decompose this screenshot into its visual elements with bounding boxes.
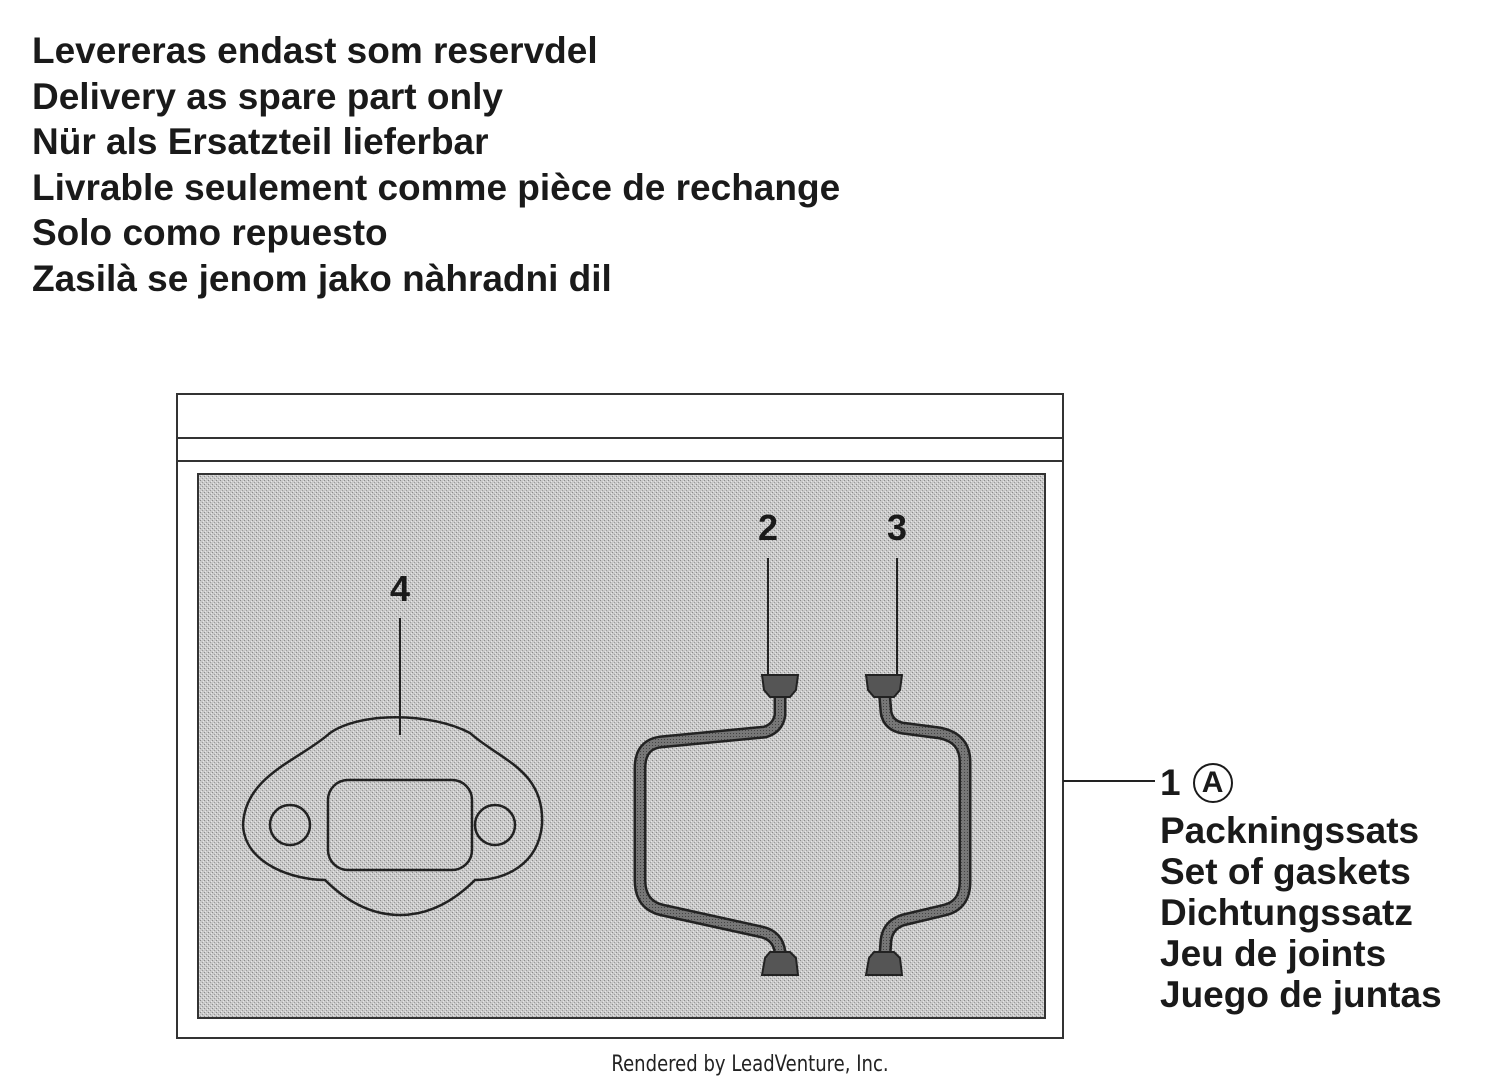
gasket-2-top-tab: [760, 674, 800, 698]
callout-part-3: 3: [887, 507, 907, 548]
gasket-4-port: [326, 778, 474, 872]
gasket-part-3: [864, 674, 972, 976]
kit-label-swedish: Packningssats: [1160, 810, 1420, 851]
gasket-part-2: [633, 674, 800, 976]
kit-label-french: Jeu de joints: [1160, 933, 1387, 974]
gasket-4-bolt-hole-right: [473, 803, 517, 847]
kit-label-german: Dichtungssatz: [1160, 892, 1413, 933]
kit-label-english: Set of gaskets: [1160, 851, 1411, 892]
gasket-3-bottom-tab: [864, 951, 904, 976]
gasket-3-top-tab: [864, 674, 904, 698]
package-bag: [176, 393, 1064, 1039]
kit-callout: 1 A: [1160, 760, 1233, 806]
note-english: Delivery as spare part only: [32, 75, 503, 117]
note-german: Nür als Ersatzteil lieferbar: [32, 121, 489, 162]
gasket-part-4: [241, 716, 544, 917]
render-credit: Rendered by LeadVenture, Inc.: [611, 1052, 889, 1077]
callout-part-4: 4: [390, 568, 410, 609]
kit-marker-circle: A: [1192, 763, 1233, 803]
callout-part-2: 2: [758, 507, 778, 548]
kit-number: 1: [1160, 762, 1181, 803]
kit-label-spanish: Juego de juntas: [1160, 974, 1442, 1015]
note-spanish: Solo como repuesto: [32, 212, 388, 253]
kit-description: Packningssats Set of gaskets Dichtungssa…: [1160, 810, 1442, 1015]
note-swedish: Levereras endast som reservdel: [32, 30, 598, 71]
note-czech: Zasilà se jenom jako nàhradni dil: [32, 257, 612, 299]
gasket-2-bottom-tab: [760, 951, 800, 976]
note-french: Livrable seulement comme pièce de rechan…: [32, 166, 841, 208]
gasket-4-bolt-hole-left: [268, 803, 312, 847]
spare-part-notes: Levereras endast som reservdel Delivery …: [32, 28, 840, 301]
